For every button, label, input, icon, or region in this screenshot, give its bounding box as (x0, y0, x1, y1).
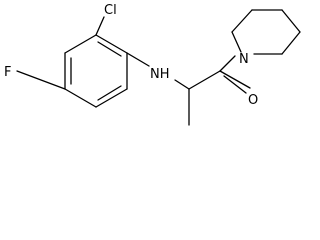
bond-carbonyl-double-1 (219, 70, 251, 89)
bond-nh-alpha-carbon (174, 79, 190, 90)
piperidine-ring (231, 9, 301, 55)
ring-double-bond-b (97, 85, 122, 101)
bond-alpha-carbonyl (188, 70, 221, 90)
bond-ring-chlorine (95, 16, 105, 36)
bond-carbonyl-nitrogen (219, 55, 236, 72)
ring-bond-4 (64, 88, 97, 108)
ring-bond-3 (95, 88, 128, 108)
ring-double-bond-a (97, 41, 122, 57)
bond-carbonyl-double-2 (223, 75, 247, 94)
piperidine-nitrogen-label: N (239, 52, 249, 67)
piperidine-bond-5 (281, 31, 301, 55)
carbonyl-oxygen-label: O (248, 93, 258, 108)
piperidine-bond-1 (231, 31, 242, 53)
chlorine-label: Cl (104, 3, 117, 18)
benzene-ring (64, 34, 128, 108)
piperidine-bond-2 (231, 9, 253, 33)
bond-ring-fluorine (16, 70, 66, 90)
ring-bond-1 (95, 34, 128, 54)
amine-label: NH (150, 67, 170, 82)
piperidine-bond-4 (281, 9, 301, 33)
molecule-structure: Cl F NH N O (4, 3, 301, 126)
ring-bond-6 (64, 34, 97, 54)
fluorine-label: F (4, 65, 11, 80)
bond-ring-nh (126, 52, 150, 67)
